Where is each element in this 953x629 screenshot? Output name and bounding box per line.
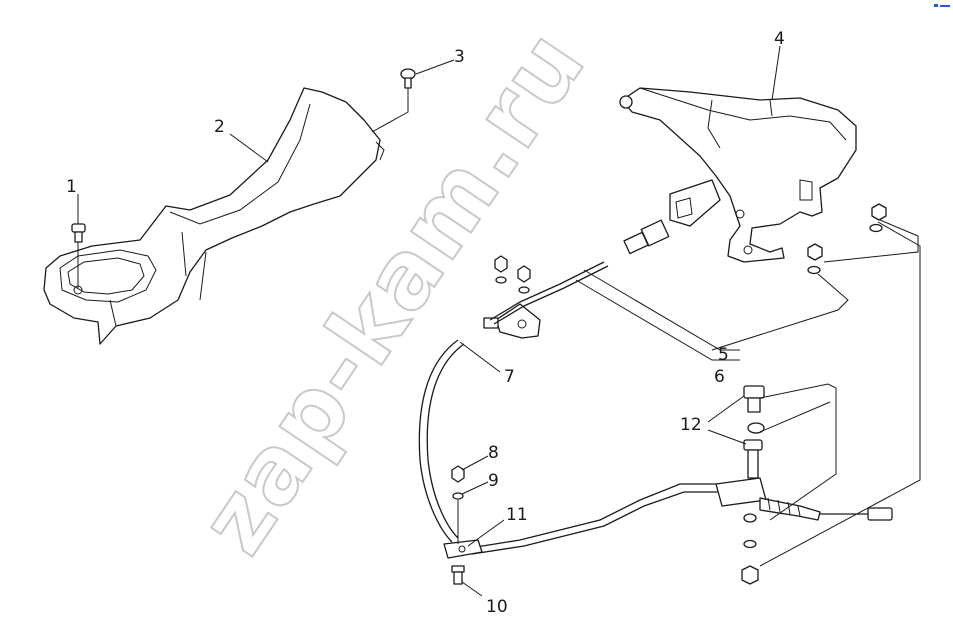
callout-labels: 1 2 3 4 5 6 7 8 9 10 11 12 <box>66 29 785 617</box>
callout-9: 9 <box>488 471 499 491</box>
callout-4: 4 <box>774 29 785 49</box>
corner-logo-mark-b <box>940 5 950 7</box>
corner-logo-mark-a <box>934 4 938 7</box>
callout-2: 2 <box>214 117 225 137</box>
callout-11: 11 <box>506 505 528 525</box>
cable-bracket-part <box>483 303 541 339</box>
callout-10: 10 <box>486 597 508 617</box>
callout-1: 1 <box>66 177 77 197</box>
console-cover-part <box>43 87 385 345</box>
upper-fasteners <box>494 203 887 294</box>
corner-logo <box>934 4 950 7</box>
brake-rod <box>418 339 730 555</box>
upper-cable <box>489 219 670 325</box>
screw-1-part <box>71 223 86 288</box>
equalizer-part <box>715 385 893 585</box>
callout-8: 8 <box>488 443 499 463</box>
callout-12: 12 <box>680 415 702 435</box>
fastener-8-9-10 <box>451 465 465 585</box>
lever-assembly-part <box>619 87 857 263</box>
callout-5: 5 <box>718 345 729 365</box>
screw-3-part <box>371 68 416 133</box>
callout-6: 6 <box>714 367 725 387</box>
callout-3: 3 <box>454 47 465 67</box>
plate-11-part <box>443 539 483 559</box>
callout-7: 7 <box>504 367 515 387</box>
reference-lines <box>575 219 921 567</box>
callout-leaders <box>77 45 781 597</box>
